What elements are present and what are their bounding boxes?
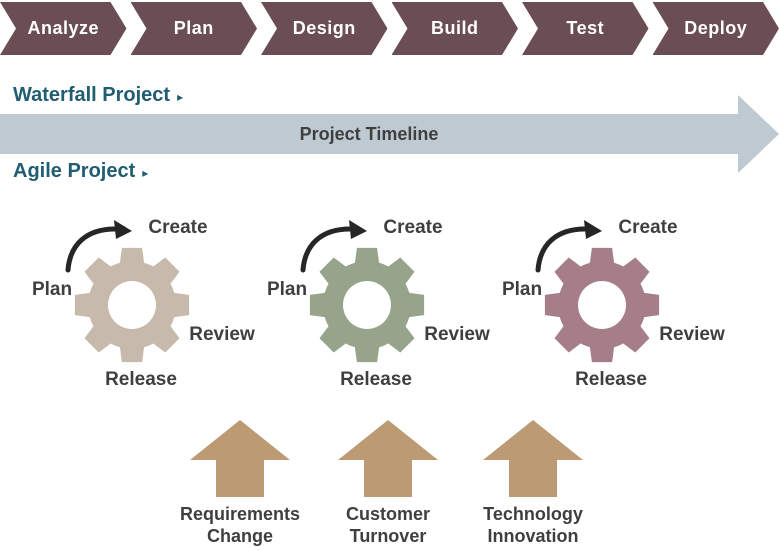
driver-label-customer-turnover: Customer Turnover (303, 504, 473, 547)
driver-label-line: Technology (483, 504, 583, 524)
curved-cycle-arrow-icon (535, 220, 602, 273)
cycle-step-release: Release (575, 369, 647, 390)
stage-label: Build (431, 18, 479, 38)
waterfall-heading-text: Waterfall Project (13, 84, 171, 106)
chevron-stage-design: Design (261, 2, 388, 55)
chevron-stage-plan: Plan (131, 2, 258, 55)
stage-label: Plan (173, 18, 214, 38)
agile-cycle-3: Create Plan Review Release (485, 200, 725, 396)
driver-label-line: Innovation (487, 525, 579, 546)
up-arrow-icon (483, 420, 583, 497)
chevron-stage-deploy: Deploy (653, 2, 779, 55)
stage-label: Deploy (684, 18, 748, 38)
driver-label-technology-innovation: Technology Innovation (448, 504, 618, 547)
curved-cycle-arrow-icon (300, 220, 367, 273)
stage-label: Analyze (27, 18, 100, 38)
cycle-step-review: Review (659, 324, 725, 345)
cycle-step-plan: Plan (31, 279, 73, 300)
cycle-step-create: Create (618, 217, 678, 238)
chevron-stage-test: Test (522, 2, 649, 55)
gear-shape (74, 247, 190, 363)
stage-label: Test (566, 18, 605, 38)
waterfall-project-heading: Waterfall Project ▸ (13, 84, 183, 107)
agile-heading-text: Agile Project (13, 160, 136, 182)
agile-cycles-row: Create Plan Review Release Create Plan R… (0, 200, 779, 396)
waterfall-stage-band: Analyze Plan Design Build Test Deploy (0, 2, 779, 55)
project-timeline-label: Project Timeline (299, 123, 439, 144)
cycle-step-review: Review (424, 324, 490, 345)
cycle-step-release: Release (340, 369, 412, 390)
gear-shape (544, 247, 660, 363)
driver-label-line: Change (206, 525, 273, 546)
curved-cycle-arrow-icon (65, 220, 132, 273)
cycle-step-review: Review (189, 324, 255, 345)
up-arrow-icon (338, 420, 438, 497)
gear-icon (544, 247, 660, 363)
driver-label-requirements-change: Requirements Change (155, 504, 325, 547)
right-triangle-icon: ▸ (177, 89, 184, 104)
agile-cycle-2: Create Plan Review Release (250, 200, 490, 396)
chevron-stage-build: Build (392, 2, 519, 55)
gear-shape (309, 247, 425, 363)
cycle-step-create: Create (148, 217, 208, 238)
cycle-step-create: Create (383, 217, 443, 238)
gear-icon (74, 247, 190, 363)
agile-project-heading: Agile Project ▸ (13, 160, 148, 183)
driver-label-line: Turnover (349, 525, 427, 546)
cycle-step-plan: Plan (501, 279, 543, 300)
gear-icon (309, 247, 425, 363)
right-triangle-icon: ▸ (142, 165, 149, 180)
up-arrow-icon (190, 420, 290, 497)
cycle-step-plan: Plan (266, 279, 308, 300)
stage-label: Design (292, 18, 356, 38)
driver-label-line: Requirements (179, 504, 301, 524)
driver-label-line: Customer (345, 504, 430, 524)
agile-cycle-1: Create Plan Review Release (15, 200, 255, 396)
chevron-stage-analyze: Analyze (0, 2, 127, 55)
cycle-step-release: Release (105, 369, 177, 390)
